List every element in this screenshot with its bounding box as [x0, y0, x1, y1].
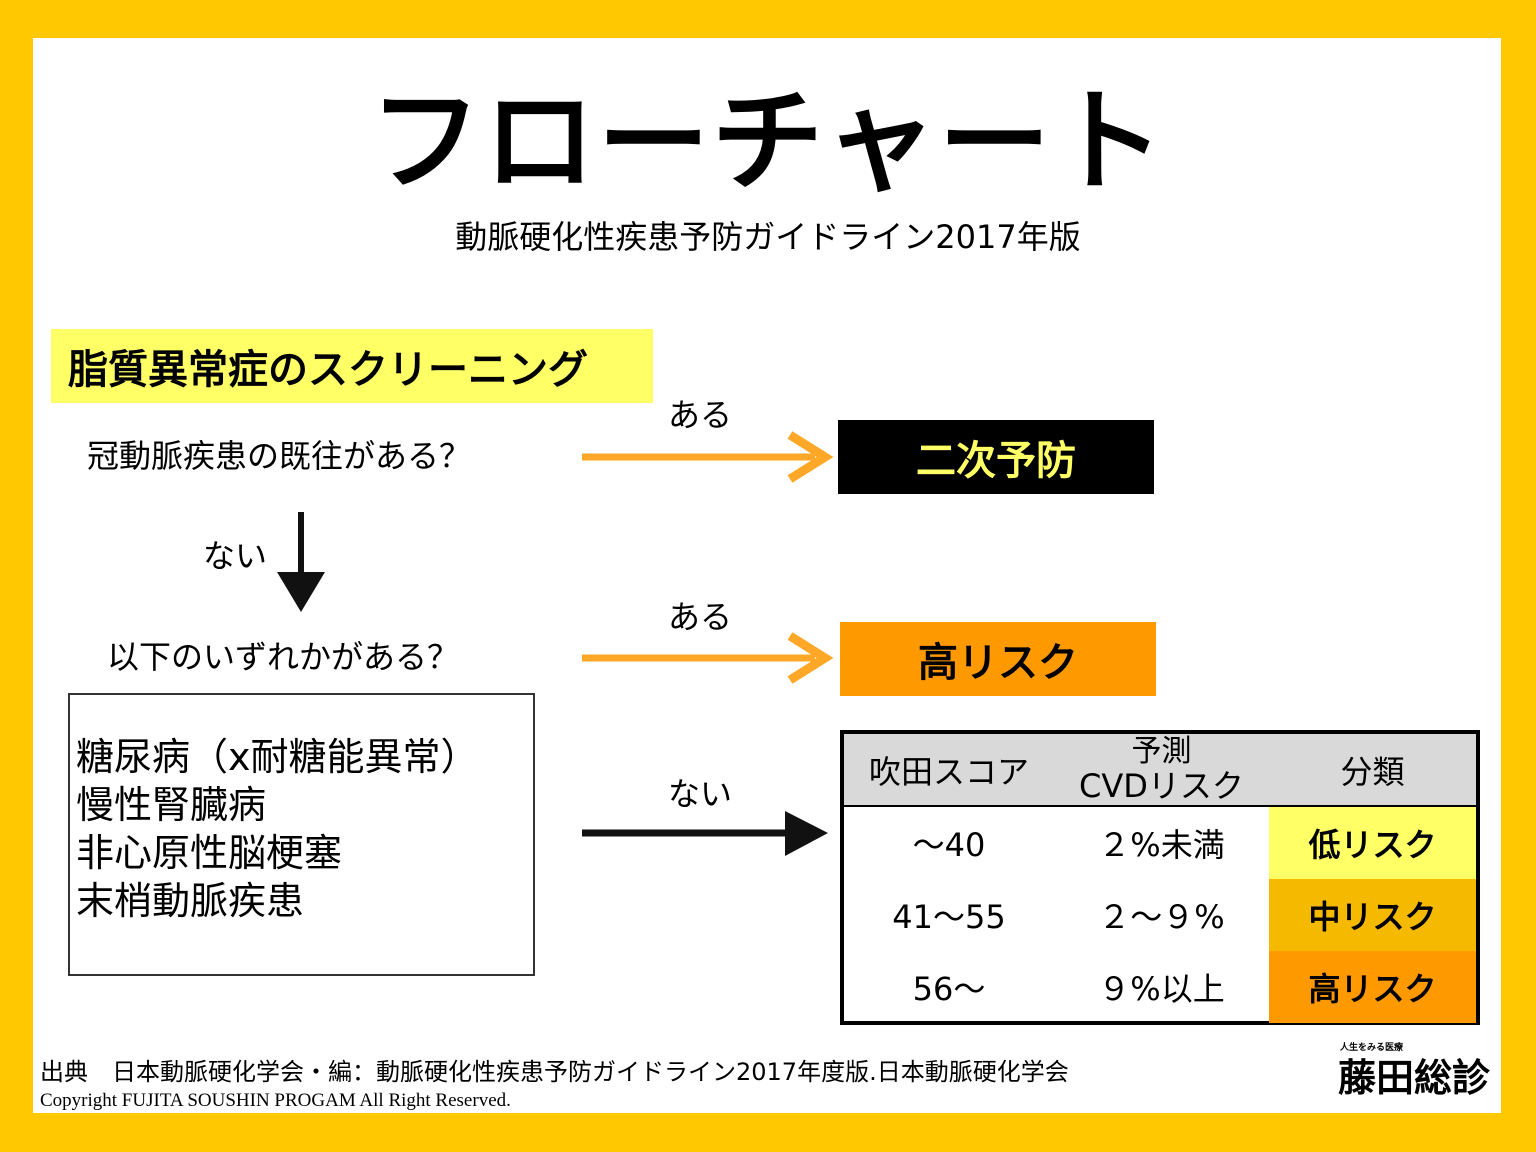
table-header: 吹田スコア 予測 CVDリスク 分類 [844, 734, 1476, 807]
no-label-1: ない [203, 537, 268, 575]
header-score: 吹田スコア [868, 752, 1029, 791]
arrow-right-icon [582, 632, 834, 684]
header-cvd-bottom: CVDリスク [1079, 766, 1244, 805]
no-label-2: ない [668, 775, 733, 813]
header-cvd: 予測 CVDリスク [1054, 734, 1269, 805]
yes-label-2: ある [668, 598, 733, 636]
source-citation: 出典 日本動脈硬化学会・編：動脈硬化性疾患予防ガイドライン2017年度版.日本動… [40, 1058, 1069, 1086]
question-2: 以下のいずれかがある？ [107, 638, 460, 676]
class-cell: 低リスク [1269, 807, 1476, 879]
copyright: Copyright FUJITA SOUSHIN PROGAM All Righ… [40, 1090, 511, 1111]
header-class: 分類 [1340, 752, 1405, 791]
arrow-right-icon [582, 811, 828, 856]
header-cvd-top: 予測 [1131, 733, 1192, 769]
condition-item: 慢性腎臓病 [76, 783, 267, 827]
high-risk-box: 高リスク [840, 622, 1156, 696]
condition-item: 末梢動脈疾患 [76, 879, 305, 923]
cvd-cell: ２%未満 [1098, 826, 1225, 864]
arrow-right-icon [582, 431, 834, 483]
table-row: ～40 ２%未満 低リスク [844, 807, 1476, 879]
risk-table: 吹田スコア 予測 CVDリスク 分類 ～40 ２%未満 低リスク 41～55 ２… [840, 730, 1480, 1025]
conditions-list: 糖尿病（x耐糖能異常） 慢性腎臓病 非心原性脳梗塞 末梢動脈疾患 [68, 693, 535, 976]
score-cell: 41～55 [892, 898, 1006, 936]
screening-label: 脂質異常症のスクリーニング [51, 329, 653, 403]
secondary-prevention-box: 二次予防 [838, 420, 1154, 494]
slide [33, 38, 1501, 1113]
class-cell: 中リスク [1269, 879, 1476, 951]
logo: 藤田総診 [1338, 1056, 1491, 1100]
score-cell: 56～ [912, 970, 986, 1008]
score-cell: ～40 [912, 826, 986, 864]
condition-item: 糖尿病（x耐糖能異常） [76, 735, 479, 779]
class-cell: 高リスク [1269, 951, 1476, 1023]
cvd-cell: ２～９% [1098, 898, 1225, 936]
subtitle: 動脈硬化性疾患予防ガイドライン2017年版 [455, 218, 1081, 256]
page-title: フローチャート [369, 77, 1167, 207]
table-row: 41～55 ２～９% 中リスク [844, 879, 1476, 951]
logo-tagline: 人生をみる医療 [1340, 1043, 1404, 1053]
cvd-cell: ９%以上 [1098, 970, 1225, 1008]
arrow-down-icon [277, 512, 325, 612]
table-row: 56～ ９%以上 高リスク [844, 951, 1476, 1023]
question-1: 冠動脈疾患の既往がある？ [87, 437, 472, 475]
yes-label-1: ある [668, 396, 733, 434]
condition-item: 非心原性脳梗塞 [76, 831, 343, 875]
